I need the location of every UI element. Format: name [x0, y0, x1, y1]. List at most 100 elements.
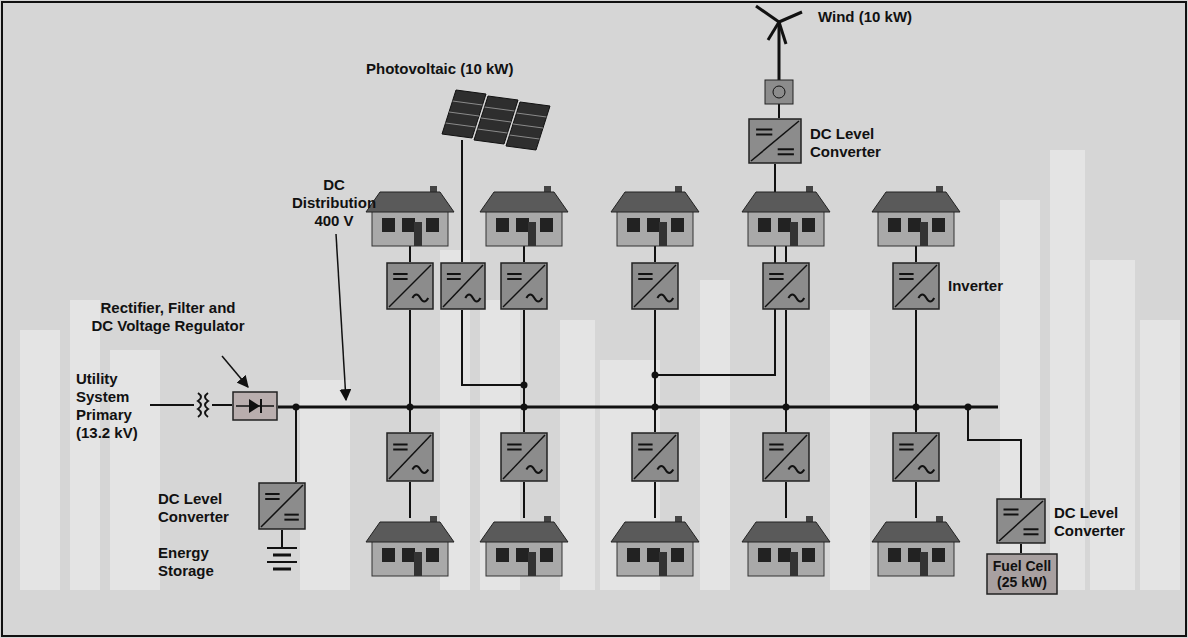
ac-mark — [788, 295, 804, 302]
inverter-symbol — [387, 263, 433, 309]
node-outline — [258, 482, 306, 530]
house-window — [402, 218, 415, 232]
ac-mark — [526, 466, 542, 473]
node-outline — [232, 391, 278, 421]
house-window — [540, 548, 553, 562]
house-window — [426, 218, 439, 232]
wire — [915, 310, 917, 407]
house-wall — [617, 210, 693, 246]
wire — [778, 104, 780, 118]
junction-dot — [293, 404, 300, 411]
node-outline — [748, 118, 802, 164]
transformer-coil — [198, 393, 201, 417]
inverter-symbol — [763, 263, 809, 309]
house-door — [790, 222, 798, 246]
house-icon — [872, 186, 960, 246]
dc-mark — [769, 278, 783, 280]
house-window — [758, 218, 771, 232]
turbine-blade — [756, 6, 779, 22]
inverter-symbol — [632, 263, 678, 309]
building-silhouette — [700, 280, 730, 590]
house-wall — [748, 540, 824, 576]
symbol-box — [233, 392, 277, 420]
house-window — [888, 218, 901, 232]
symbol-box — [632, 263, 678, 309]
dc-mark — [899, 273, 913, 275]
inverter-symbol — [632, 433, 678, 481]
house-window — [802, 548, 815, 562]
house-wall — [372, 540, 448, 576]
building-silhouette — [830, 310, 870, 590]
junction-dot — [521, 382, 528, 389]
diode-bar — [260, 399, 262, 413]
symbol-box — [441, 263, 485, 309]
dc-mark — [507, 444, 521, 446]
dc-converter: DC Level Converter — [258, 482, 306, 530]
dc-mark — [447, 278, 461, 280]
ac-mark — [465, 295, 480, 302]
house-roof — [366, 522, 454, 542]
dc-mark — [393, 273, 407, 275]
wire — [915, 482, 917, 518]
wire — [278, 406, 998, 409]
symbol-box — [987, 554, 1057, 594]
house-roof — [480, 192, 568, 212]
house-icon — [611, 186, 699, 246]
house-door — [920, 222, 928, 246]
house-window — [402, 548, 415, 562]
dc-mark — [899, 278, 913, 280]
house-window — [908, 548, 921, 562]
house-window — [627, 548, 640, 562]
house-window — [516, 548, 529, 562]
wire — [915, 246, 917, 262]
building-silhouette — [70, 300, 100, 590]
house-door — [659, 552, 667, 576]
dc-mark — [284, 514, 298, 516]
node-label: Fuel Cell (25 kW) — [986, 554, 1058, 594]
wire — [523, 246, 525, 262]
generator-box — [765, 80, 793, 104]
battery-plate — [267, 561, 297, 563]
pv-cell-line — [453, 101, 483, 105]
house-window — [496, 218, 509, 232]
turbine-blade — [779, 12, 802, 22]
wire — [915, 407, 917, 432]
symbol-diagonal — [765, 265, 807, 307]
wire — [785, 407, 787, 432]
symbol-diagonal — [389, 435, 431, 479]
inverter-symbol — [763, 433, 809, 481]
house-window — [647, 218, 660, 232]
pv-cell-line — [449, 112, 479, 116]
house-window — [671, 548, 684, 562]
wiring — [150, 104, 1021, 548]
utility-label: Utility System Primary (13.2 kV) — [76, 370, 160, 442]
city-skyline — [20, 150, 1180, 590]
symbol-box — [632, 433, 678, 481]
symbol-diagonal — [999, 501, 1043, 541]
house-window — [496, 548, 509, 562]
pv-array — [442, 90, 550, 150]
house-roof — [480, 522, 568, 542]
dc-mark — [778, 153, 794, 155]
inverter-symbol — [387, 433, 433, 481]
dc-mark — [778, 148, 794, 150]
house-window — [671, 218, 684, 232]
house-roof — [611, 192, 699, 212]
house-wall — [878, 210, 954, 246]
symbol-box — [387, 433, 433, 481]
pv-cell-line — [485, 107, 515, 111]
symbol-diagonal — [503, 265, 545, 307]
house-wall — [372, 210, 448, 246]
house-wall — [748, 210, 824, 246]
inverter-box: Inverter — [892, 262, 940, 310]
house-window — [932, 548, 945, 562]
symbol-box — [749, 119, 801, 163]
ac-mark — [412, 466, 428, 473]
house-window — [540, 218, 553, 232]
dc-mark — [638, 449, 652, 451]
node-caption: DC Level Converter — [1054, 504, 1144, 540]
node-caption: DC Level Converter — [810, 125, 894, 161]
house-window — [627, 218, 640, 232]
